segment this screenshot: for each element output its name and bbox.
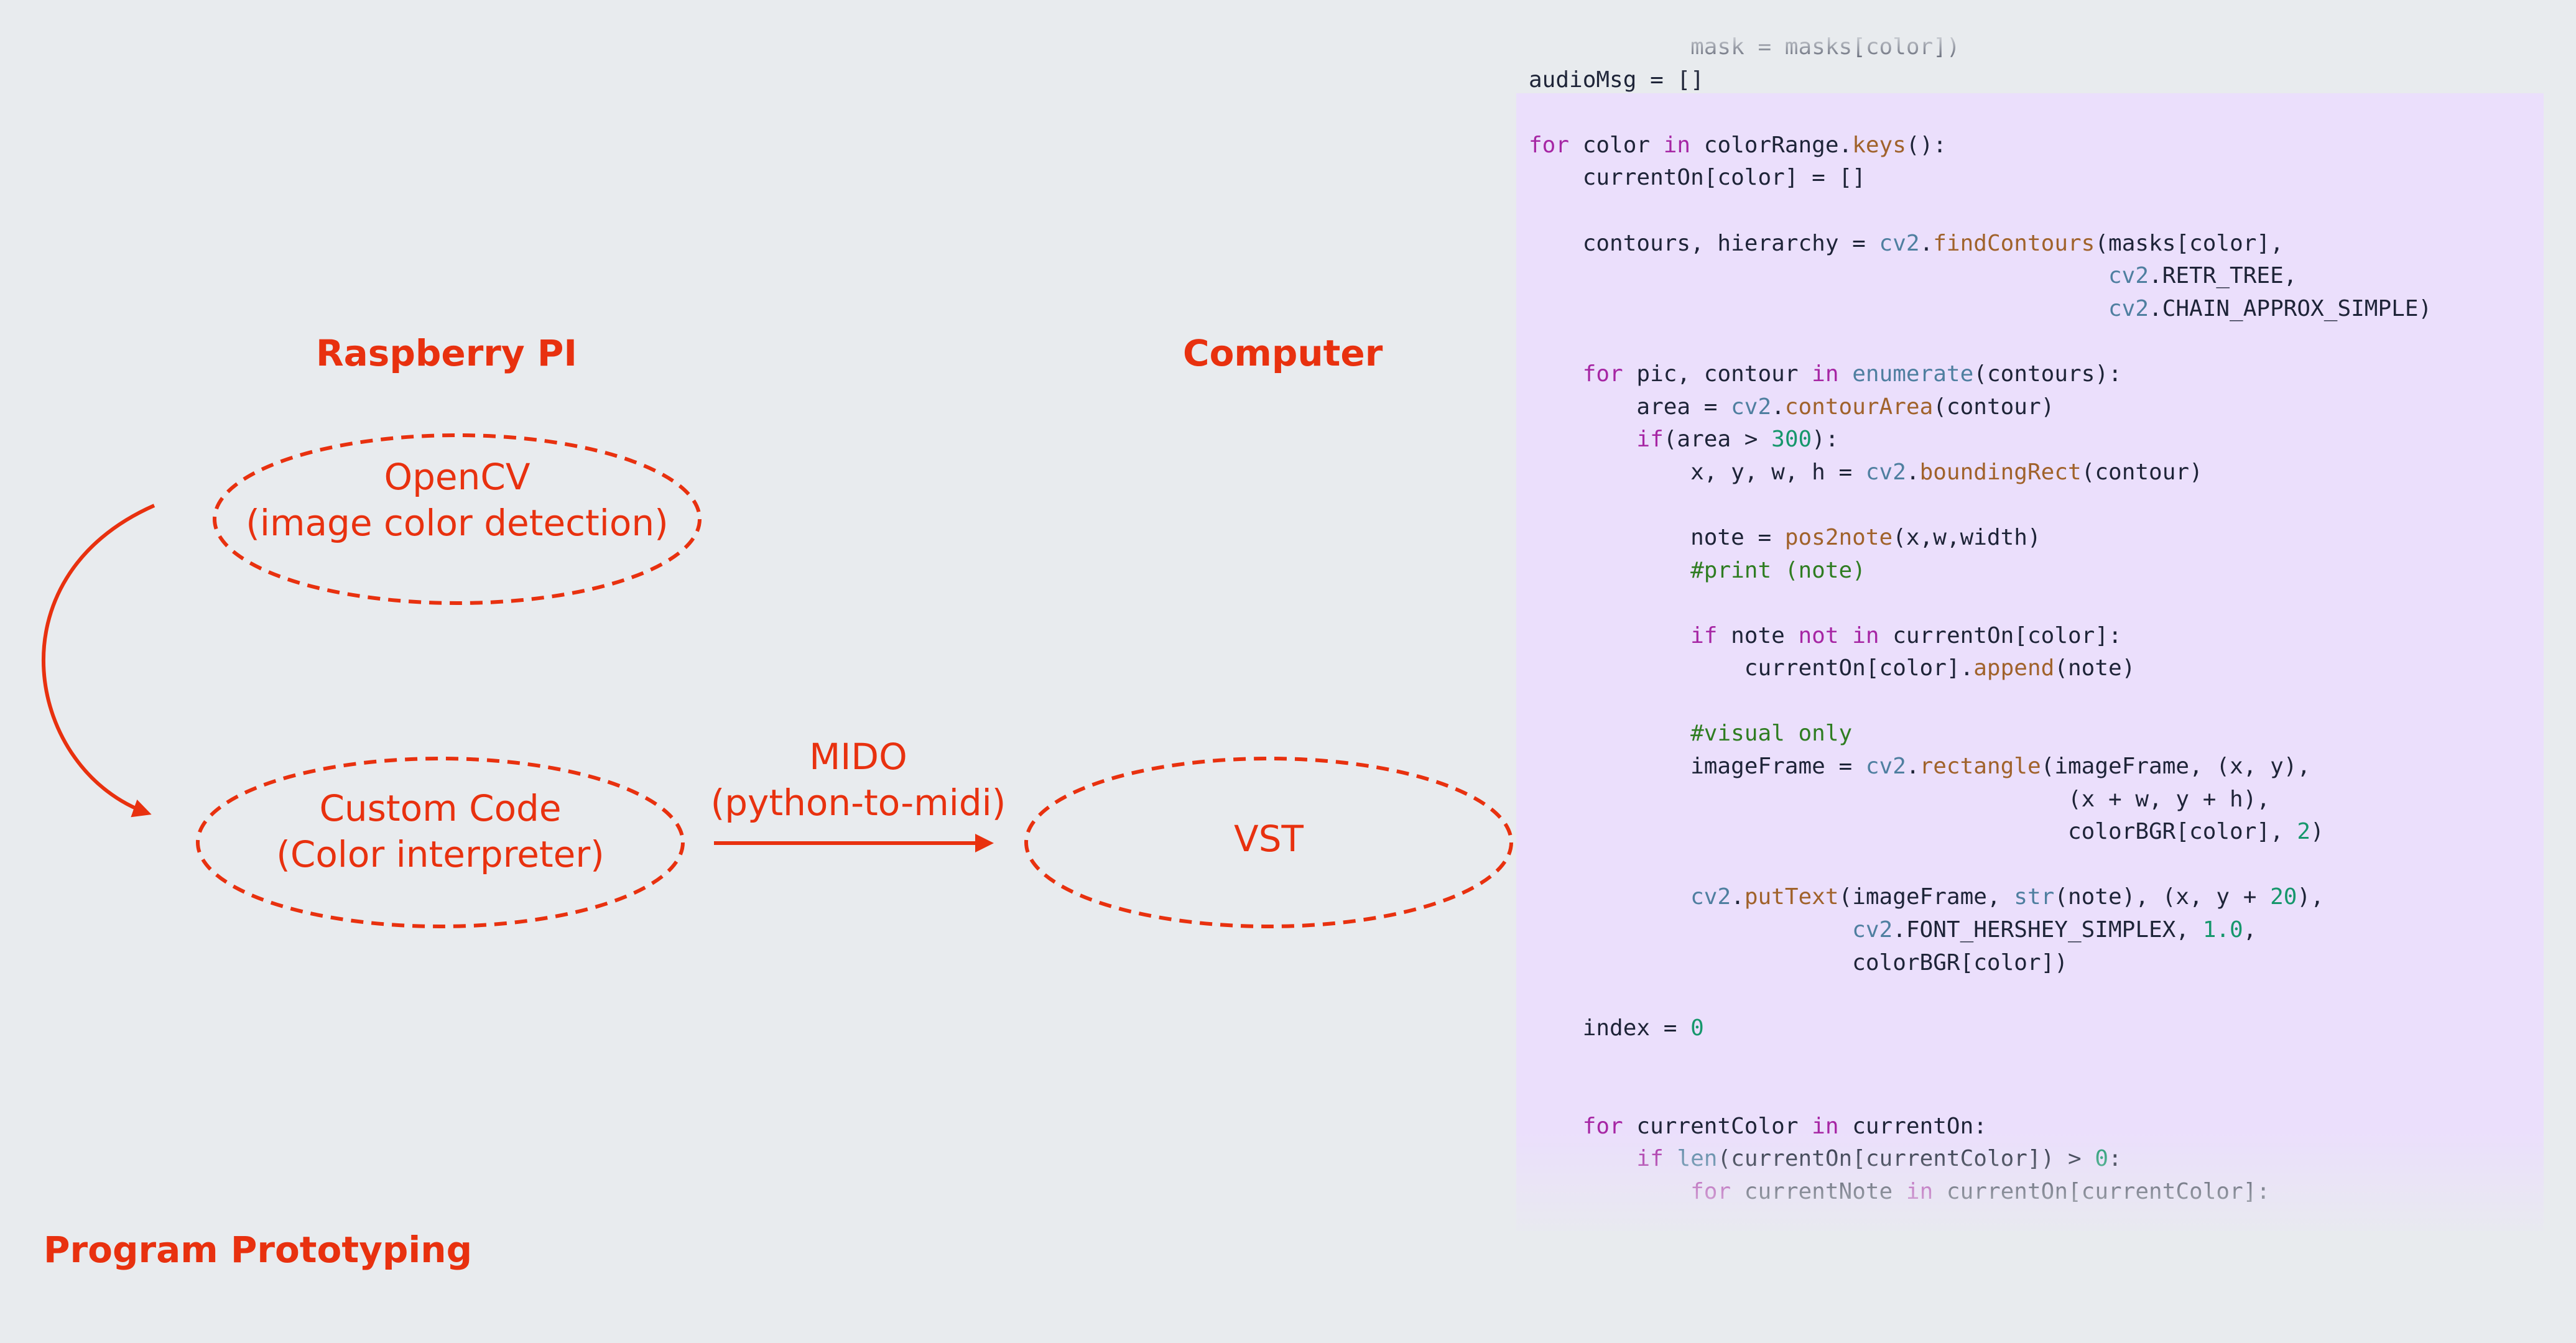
- mido-edge-label: MIDO (python-to-midi): [641, 734, 1076, 826]
- code-line: ​: [1529, 587, 2432, 620]
- code-line: ​: [1529, 849, 2432, 882]
- opencv-node-subtitle: (image color detection): [246, 502, 669, 544]
- vst-node-label: VST: [1026, 816, 1511, 862]
- code-top-fade: [1516, 0, 2576, 75]
- code-line: ​: [1529, 489, 2432, 522]
- vst-node-title: VST: [1234, 818, 1304, 860]
- code-line: area = cv2.contourArea(contour): [1529, 394, 2055, 420]
- custom-code-node-label: Custom Code (Color interpreter): [198, 785, 683, 877]
- code-line: colorBGR[color], 2): [1529, 819, 2324, 845]
- code-line: imageFrame = cv2.rectangle(imageFrame, (…: [1529, 754, 2311, 780]
- code-line: currentOn[color] = []: [1529, 165, 1866, 191]
- code-line: contours, hierarchy = cv2.findContours(m…: [1529, 230, 2284, 256]
- code-line: ​: [1529, 979, 2432, 1012]
- code-line: for color in colorRange.keys():: [1529, 132, 1947, 158]
- opencv-node-label: OpenCV (image color detection): [215, 454, 700, 546]
- code-line: ​: [1529, 1045, 2432, 1078]
- raspberry-pi-heading: Raspberry PI: [316, 332, 577, 374]
- code-line: #print (note): [1690, 557, 1866, 583]
- code-line: ​: [1529, 96, 2432, 129]
- code-line: x, y, w, h = cv2.boundingRect(contour): [1529, 459, 2203, 485]
- opencv-node-outline: [213, 433, 702, 605]
- flow-diagram: [42, 433, 1513, 928]
- vst-node-outline: [1024, 757, 1513, 928]
- code-line: ​: [1529, 325, 2432, 358]
- code-block: mask = masks[color])audioMsg = []​for co…: [1529, 31, 2432, 1208]
- code-line: note = pos2note(x,w,width): [1529, 524, 2041, 550]
- code-line: if note not in currentOn[color]:: [1690, 622, 2122, 648]
- code-line: cv2.putText(imageFrame, str(note), (x, y…: [1690, 884, 2324, 910]
- opencv-node-title: OpenCV: [384, 456, 530, 498]
- code-line: ​: [1529, 195, 2432, 228]
- mido-edge-title: MIDO: [809, 736, 907, 778]
- custom-code-node-subtitle: (Color interpreter): [276, 833, 605, 875]
- code-line: cv2.CHAIN_APPROX_SIMPLE): [2108, 295, 2432, 321]
- code-bottom-fade: [1505, 1132, 2576, 1256]
- code-line: cv2.FONT_HERSHEY_SIMPLEX, 1.0,: [1852, 917, 2257, 943]
- code-line: (x + w, y + h),: [1529, 786, 2271, 812]
- code-line: cv2.RETR_TREE,: [2108, 263, 2297, 289]
- code-line: for pic, contour in enumerate(contours):: [1582, 361, 2122, 387]
- code-line: #visual only: [1690, 721, 1853, 747]
- computer-heading: Computer: [1183, 332, 1383, 374]
- code-line: currentOn[color].append(note): [1529, 655, 2136, 681]
- code-line: index = 0: [1529, 1015, 1704, 1041]
- mido-edge-subtitle: (python-to-midi): [710, 782, 1006, 824]
- program-prototyping-heading: Program Prototyping: [44, 1229, 473, 1271]
- code-line: if(area > 300):: [1636, 427, 1839, 453]
- custom-code-node-outline: [196, 757, 685, 928]
- curved-arrow-opencv-to-custom-code: [42, 504, 155, 818]
- code-panel: [1516, 93, 2544, 1231]
- code-line: ​: [1529, 685, 2432, 718]
- custom-code-node-title: Custom Code: [319, 787, 562, 829]
- code-line: colorBGR[color]): [1529, 949, 2068, 976]
- code-line: ​: [1529, 1078, 2432, 1110]
